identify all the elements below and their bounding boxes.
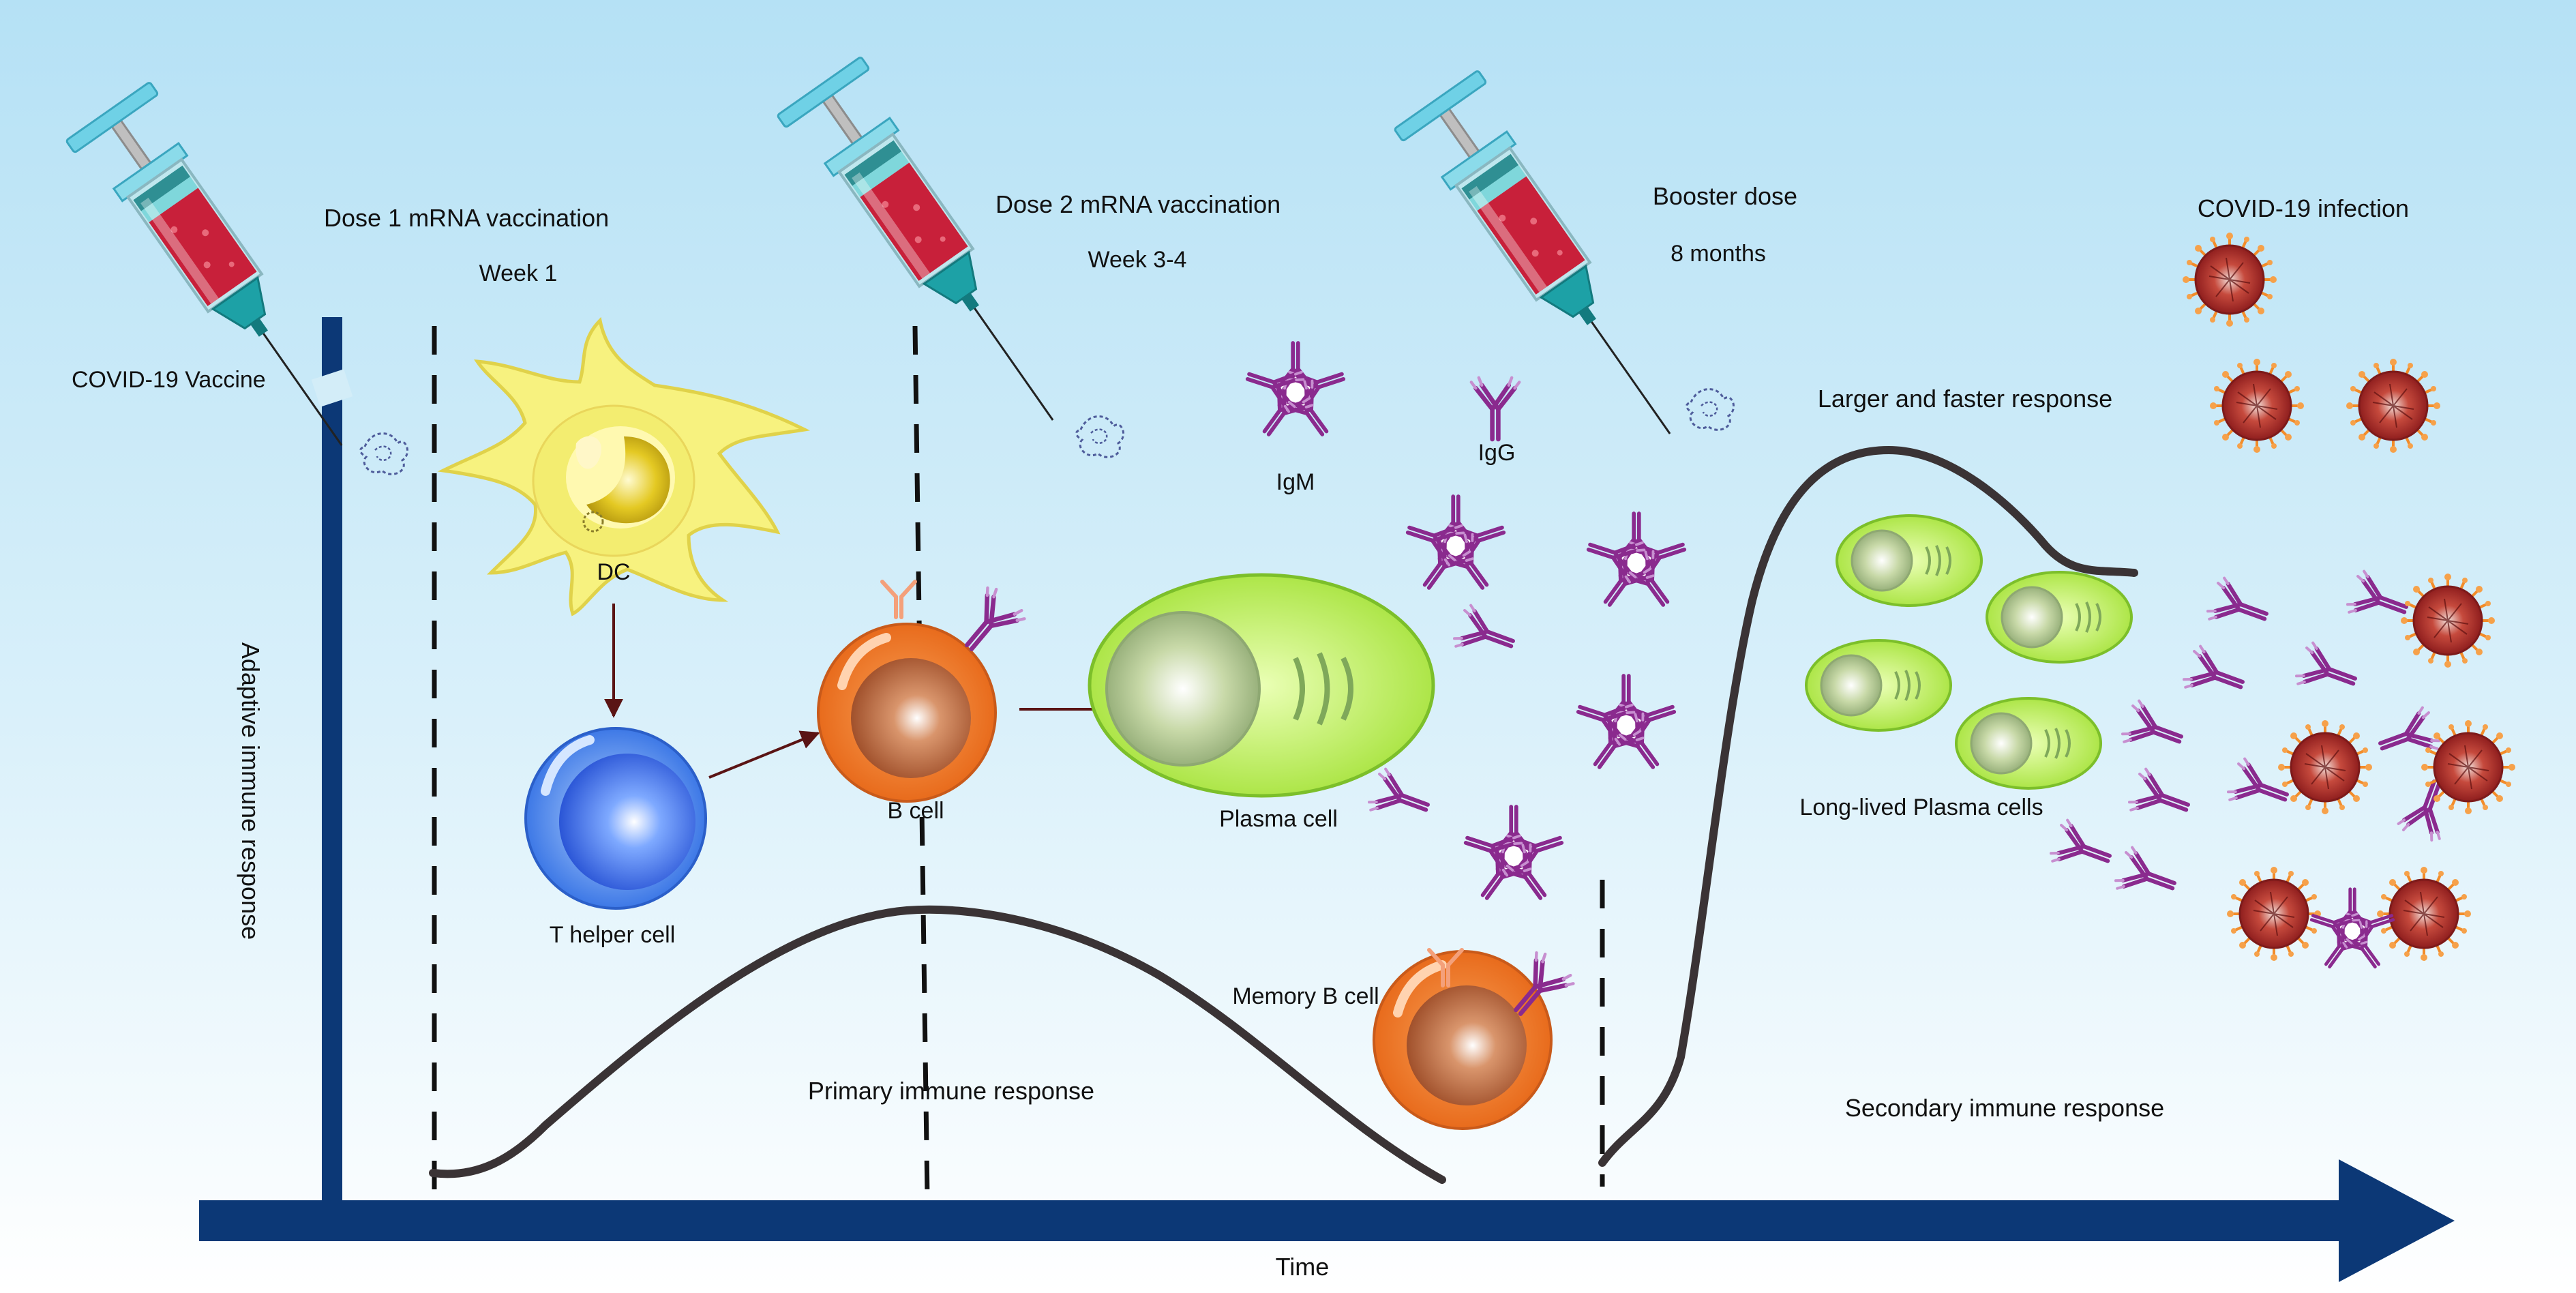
y-axis-label: Adaptive immune response [237, 642, 265, 940]
b-cell-label: B cell [887, 798, 944, 824]
plasma-cell-label: Plasma cell [1219, 806, 1338, 832]
larger-faster-label: Larger and faster response [1818, 385, 2112, 413]
months8-label: 8 months [1671, 241, 1766, 267]
memory-b-cell-label: Memory B cell [1232, 983, 1379, 1009]
plasma-cell-icon [1805, 639, 1952, 732]
t-helper-cell-icon [524, 727, 707, 910]
secondary-response-label: Secondary immune response [1845, 1094, 2164, 1122]
plasma-cell-icon [1955, 697, 2102, 790]
igg-label: IgG [1478, 440, 1516, 466]
plasma-cell-icon [1836, 514, 1983, 607]
infection-label: COVID-19 infection [2198, 194, 2409, 222]
virus-icon [2226, 865, 2322, 962]
dendritic-cell-icon [437, 316, 810, 616]
y-axis-gap [311, 369, 353, 407]
booster-label: Booster dose [1653, 182, 1797, 210]
y-axis [322, 317, 342, 1200]
virus-icon [2208, 357, 2305, 454]
secondary-response-curve [1598, 445, 2138, 1167]
x-axis-label: Time [1276, 1253, 1330, 1281]
week34-label: Week 3-4 [1088, 247, 1187, 273]
dose2-label: Dose 2 mRNA vaccination [995, 190, 1280, 218]
long-lived-plasma-label: Long-lived Plasma cells [1799, 794, 2043, 820]
virus-icon [2420, 719, 2517, 816]
arrow-t-helper-to-b-cell [708, 730, 820, 779]
virus-icon [2277, 719, 2373, 816]
virus-icon [2399, 572, 2496, 669]
week1-label: Week 1 [479, 261, 558, 286]
primary-response-curve [429, 905, 1446, 1184]
t-helper-label: T helper cell [550, 922, 676, 948]
igm-label: IgM [1276, 469, 1315, 495]
virus-icon [2376, 865, 2472, 962]
memory-b-cell-icon [1374, 949, 1576, 1129]
plasma-cell-icon [1088, 573, 1435, 798]
virus-icon [2181, 231, 2278, 328]
virus-icon [2345, 357, 2442, 454]
time-axis-arrow [199, 1159, 2455, 1282]
dc-label: DC [597, 559, 630, 585]
dose-dashed-lines [432, 325, 1605, 1200]
primary-response-label: Primary immune response [808, 1077, 1094, 1105]
dose1-label: Dose 1 mRNA vaccination [324, 204, 609, 232]
plasma-cell-icon [1986, 571, 2133, 664]
b-cell-icon [818, 580, 1028, 801]
vaccine-label: COVID-19 Vaccine [72, 367, 266, 393]
